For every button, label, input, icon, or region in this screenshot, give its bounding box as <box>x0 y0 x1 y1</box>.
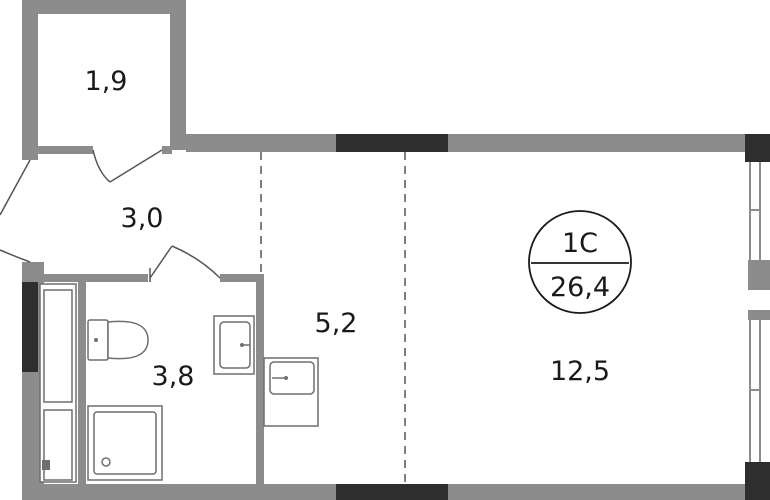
window-right-top-frame <box>745 134 770 162</box>
bathtub-icon <box>39 283 77 483</box>
window-right-bottom-frame <box>745 462 770 500</box>
room-area-bathroom: 3,8 <box>152 361 195 392</box>
wall-top-left <box>186 134 336 152</box>
wall-storage-left <box>22 0 38 150</box>
room-area-kitchen: 5,2 <box>315 308 358 339</box>
apartment-type: 1С <box>562 228 598 259</box>
wall-bath-right <box>256 274 264 484</box>
wall-storage-bottom-right <box>162 146 172 154</box>
room-area-living: 12,5 <box>550 356 610 387</box>
wall-bottom-left <box>22 484 336 500</box>
doors <box>0 149 221 282</box>
windows <box>22 134 770 500</box>
door-storage-arc <box>92 149 111 183</box>
kitchen-sink-icon <box>263 357 319 427</box>
door-bathroom-leaf <box>149 245 173 279</box>
wall-bottom-right <box>448 484 745 500</box>
room-area-storage: 1,9 <box>85 66 128 97</box>
shower-tray-icon <box>87 405 163 481</box>
door-bathroom-arc <box>171 245 221 279</box>
window-top-kitchen <box>336 134 448 152</box>
wall-storage-bottom-left <box>38 146 93 154</box>
wall-top-mid <box>448 134 745 152</box>
door-entrance-arc <box>0 249 31 263</box>
fixtures <box>39 283 319 483</box>
wall-right-mid-2 <box>748 310 770 320</box>
wall-bath-inner <box>78 282 86 484</box>
walls <box>22 0 770 500</box>
apartment-badge: 1С 26,4 <box>528 210 632 314</box>
door-storage-leaf <box>109 149 163 183</box>
wall-bath-top-left <box>38 274 148 282</box>
wall-storage-right <box>170 0 186 150</box>
room-areas: 1,9 3,0 3,8 5,2 12,5 <box>85 66 611 392</box>
wall-storage-top <box>22 0 186 14</box>
door-entrance-leaf <box>0 159 31 216</box>
wall-left-upper <box>22 150 38 160</box>
washbasin-icon <box>213 315 255 375</box>
window-left-bath <box>22 282 38 372</box>
window-bottom <box>336 484 448 500</box>
apartment-total-area: 26,4 <box>550 272 610 303</box>
zone-dividers <box>260 152 406 484</box>
toilet-icon <box>87 319 149 361</box>
room-area-hall: 3,0 <box>121 203 164 234</box>
apartment-badge-circle <box>528 210 632 314</box>
wall-bath-top-right <box>220 274 264 282</box>
wall-right-mid <box>748 260 770 290</box>
